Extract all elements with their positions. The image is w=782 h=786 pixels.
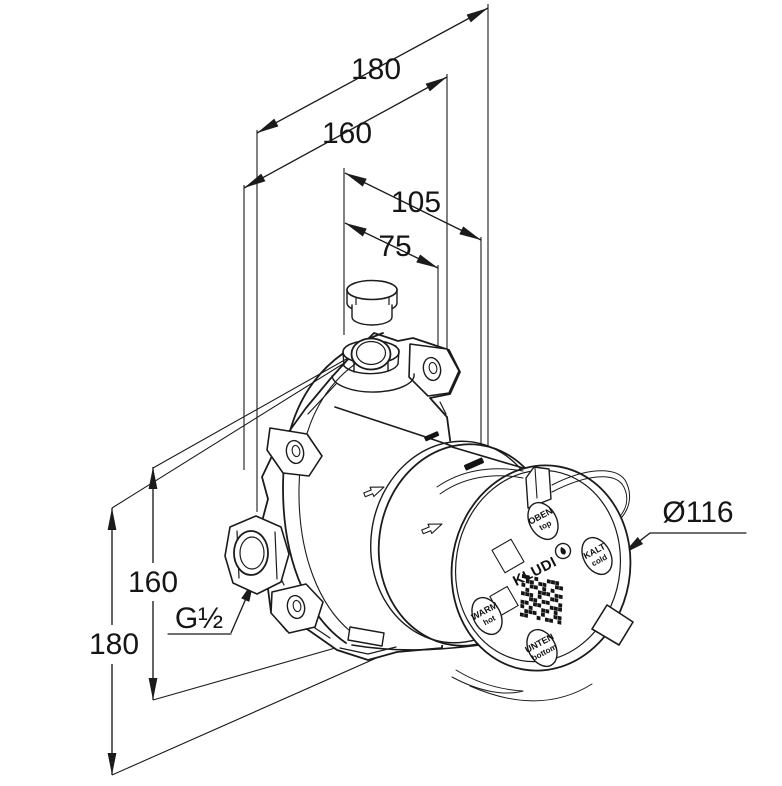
retaining-clip xyxy=(436,468,630,702)
dim-line-105 xyxy=(344,172,482,241)
lug-upper-left xyxy=(266,427,323,477)
dim-label-180-top: 180 xyxy=(351,53,401,86)
diameter-label: Ø116 xyxy=(662,496,733,529)
dim-line-160-top xyxy=(243,76,448,189)
valve-body: OBEN top KALT cold WARM hot UNTEN bottom… xyxy=(224,279,634,702)
dim-line-75 xyxy=(344,222,439,269)
face-top-tab xyxy=(525,466,552,509)
sealing-plug xyxy=(346,279,398,326)
sleeve-arrow-1 xyxy=(363,486,385,498)
badge-kalt: KALT cold xyxy=(581,536,613,576)
thread-callout: G½ xyxy=(167,579,255,635)
lug-lower-left xyxy=(270,583,324,634)
lug-top-right xyxy=(408,343,460,397)
badge-unten: UNTEN bottom xyxy=(523,628,558,668)
body-boss-inner-line xyxy=(298,350,378,632)
dim-label-160-left: 160 xyxy=(128,566,178,599)
badge-oben: OBEN top xyxy=(527,501,559,541)
sleeve-max-marks xyxy=(424,431,485,471)
sleeve-foot-tab xyxy=(347,626,385,647)
dim-label-75: 75 xyxy=(378,230,411,263)
sleeve-arrow-2 xyxy=(421,523,443,535)
dim-label-180-left: 180 xyxy=(89,628,139,661)
thread-label: G½ xyxy=(175,602,223,635)
data-matrix-code xyxy=(519,574,564,625)
dimension-lines xyxy=(107,7,489,775)
brand-drop-icon xyxy=(554,542,572,560)
face-stub xyxy=(591,604,634,646)
badge-warm: WARM hot xyxy=(469,596,503,636)
dim-label-160-top: 160 xyxy=(322,117,372,150)
side-port-g12 xyxy=(224,515,290,595)
diameter-callout: Ø116 xyxy=(622,496,747,555)
dim-label-105: 105 xyxy=(391,186,441,219)
top-port xyxy=(331,337,415,393)
face-slot-1 xyxy=(491,538,525,574)
